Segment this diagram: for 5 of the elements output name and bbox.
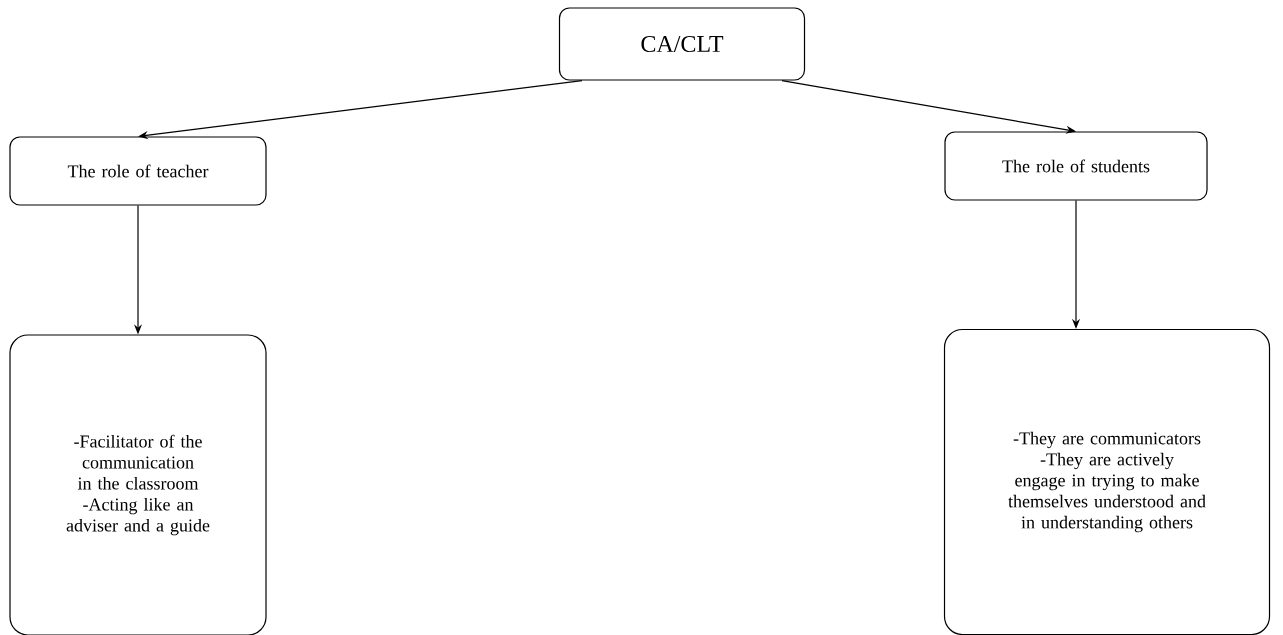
role-box: The role of teacher bbox=[9, 136, 267, 206]
title-box: CA/CLT bbox=[558, 7, 806, 81]
description-box: -They are communicators -They are actively engage in trying to make themselves understood and in understanding others bbox=[943, 328, 1271, 635]
description-box: -Facilitator of the communication in the classroom -Acting like an adviser and a guide bbox=[9, 334, 267, 635]
role-box: The role of students bbox=[944, 131, 1208, 201]
